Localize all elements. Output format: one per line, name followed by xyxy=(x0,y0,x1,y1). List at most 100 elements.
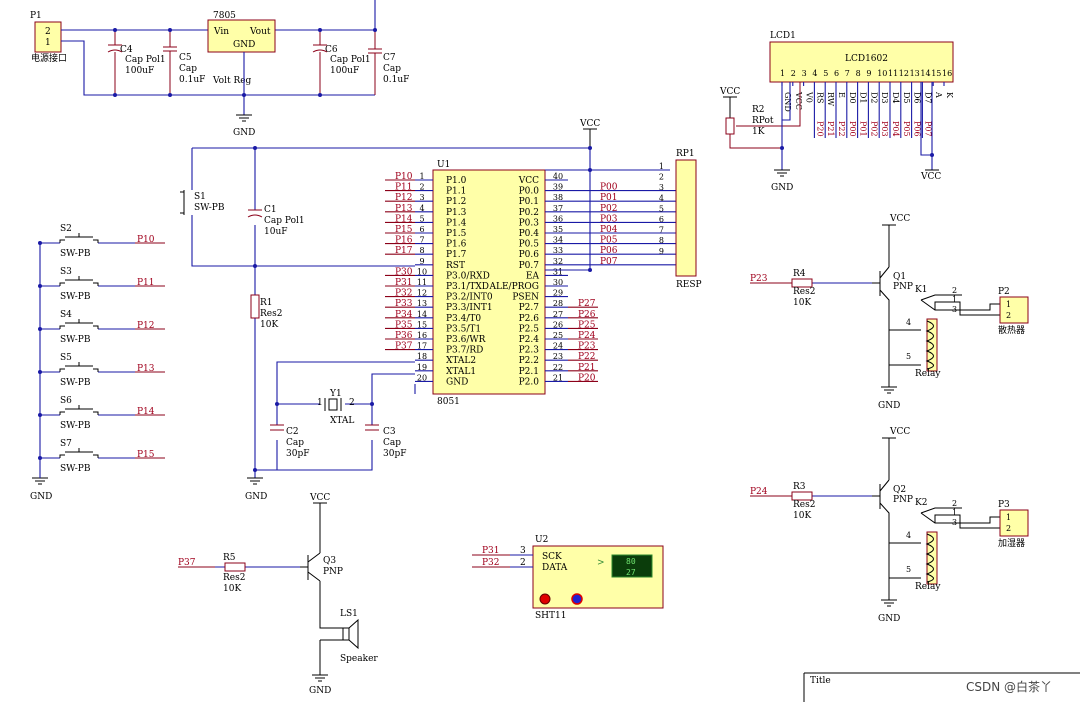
c4-value: 100uF xyxy=(125,66,154,76)
lcd-pin-name: GND xyxy=(783,92,792,112)
crystal-oscillator: Y1 1 2 XTAL C2 Cap 30pF C3 Cap 30pF GND xyxy=(245,361,416,502)
mcu-pin-label: P0.1 xyxy=(519,197,539,207)
key-ref: S6 xyxy=(60,396,72,406)
lcd-pin-number: 5 xyxy=(823,69,828,78)
c2-ref: C2 xyxy=(286,427,299,437)
mcu-pin-number: 13 xyxy=(417,299,427,308)
push-button-symbol xyxy=(59,233,99,243)
rp1-pin-number: 6 xyxy=(659,215,664,224)
key-type: SW-PB xyxy=(60,292,91,302)
mcu-pin-number: 39 xyxy=(553,183,563,192)
mcu-pin-number: 16 xyxy=(417,331,427,340)
lcd-pin-number: 6 xyxy=(834,69,839,78)
mcu-pin-number: 35 xyxy=(553,225,563,234)
resistor-ref: R4 xyxy=(793,269,806,279)
mcu-pin-number: 22 xyxy=(553,363,563,372)
s1-type: SW-PB xyxy=(194,203,225,213)
mcu-net-label: P24 xyxy=(578,331,596,341)
power-supply: P1 2 1 电源接口 C4 Cap Pol1 100uF C5 Cap 0.1… xyxy=(30,0,409,138)
rp1-pin-number: 7 xyxy=(659,226,664,235)
mcu-name: 8051 xyxy=(437,397,460,407)
connector-pin: 2 xyxy=(1006,524,1011,533)
s1-switch xyxy=(180,190,185,215)
gnd-label-reset: GND xyxy=(245,492,267,502)
c5-ref: C5 xyxy=(179,53,192,63)
ls1-name: Speaker xyxy=(340,654,378,664)
lcd-net: P01 xyxy=(859,121,868,137)
c4-ref: C4 xyxy=(120,45,133,55)
output-connector xyxy=(999,296,1029,324)
ground-symbol xyxy=(32,477,48,485)
r2-value: 1K xyxy=(752,127,765,137)
p1-pin-2: 2 xyxy=(45,27,51,37)
mcu-pin-label: P2.6 xyxy=(519,314,540,324)
transistor-type: PNP xyxy=(893,495,913,505)
lcd-pin-number: 8 xyxy=(856,69,861,78)
sensor-button-red[interactable] xyxy=(539,593,551,605)
key-ref: S2 xyxy=(60,224,72,234)
lcd-pin-name: K xyxy=(945,92,954,99)
q3-transistor xyxy=(300,552,321,582)
rp1-pin-number: 4 xyxy=(659,194,664,203)
mcu-net-label: P36 xyxy=(395,331,413,341)
relay-coil xyxy=(926,318,938,372)
vcc-label-lcd: VCC xyxy=(719,87,740,97)
mcu-pin-label: P2.2 xyxy=(519,356,539,366)
ground-symbol xyxy=(881,386,897,394)
transistor-type: PNP xyxy=(893,282,913,292)
rp1-ref: RP1 xyxy=(676,149,695,159)
mcu-pin-label: P0.3 xyxy=(519,218,540,228)
mcu-pin-label: P1.6 xyxy=(446,240,467,250)
lcd-net: P04 xyxy=(891,121,900,137)
lcd-net: P02 xyxy=(869,121,878,137)
lcd-module: LCD1 LCD1602 1GND2VCC3V04RSP205RWP216EP2… xyxy=(719,31,954,193)
c5-type: Cap xyxy=(179,64,197,74)
mcu-pin-label: P3.4/T0 xyxy=(446,314,481,324)
push-button-symbol xyxy=(59,448,99,458)
c7-value: 0.1uF xyxy=(383,75,409,85)
connector-ref: P3 xyxy=(998,500,1010,510)
mcu-pin-number: 33 xyxy=(553,246,563,255)
c6-ref: C6 xyxy=(325,45,338,55)
y1-pin-1: 1 xyxy=(317,398,323,408)
r2-type: RPot xyxy=(752,116,774,126)
mcu-pin-number: 11 xyxy=(417,278,427,287)
sensor-pin-3: 3 xyxy=(520,546,526,556)
mcu-net-label: P23 xyxy=(578,342,596,352)
lcd-pin-name: RW xyxy=(826,92,835,107)
lcd-pin-name: A xyxy=(934,91,943,98)
push-button-symbol xyxy=(59,319,99,329)
mcu-pin-label: P1.4 xyxy=(446,218,467,228)
coil-winding-icon xyxy=(925,533,934,583)
mcu-net-label: P04 xyxy=(600,225,618,235)
key-type: SW-PB xyxy=(60,421,91,431)
mcu-pin-label: P1.2 xyxy=(446,197,466,207)
vcc-label-relay: VCC xyxy=(889,427,910,437)
speaker-icon xyxy=(348,618,359,650)
mcu-net-label: P25 xyxy=(578,320,596,330)
gnd-label: GND xyxy=(233,128,255,138)
lcd-pin-number: 4 xyxy=(812,69,817,78)
c7-ref: C7 xyxy=(383,53,396,63)
mcu-pin-label: VCC xyxy=(518,176,539,186)
sensor-button-blue[interactable] xyxy=(571,593,583,605)
sensor-pin-sck: SCK xyxy=(542,552,562,562)
mcu-pin-number: 27 xyxy=(553,310,563,319)
mcu-pin-label: RST xyxy=(446,261,465,271)
key-ref: S3 xyxy=(60,267,72,277)
title-label: Title xyxy=(810,676,831,686)
r1-type: Res2 xyxy=(260,309,282,319)
mcu-net-label: P11 xyxy=(395,183,413,193)
relay-pin: 4 xyxy=(906,531,911,540)
relay-pin: 3 xyxy=(952,305,957,314)
p1-name: 电源接口 xyxy=(31,52,67,64)
transistor-symbol xyxy=(872,224,921,387)
mcu-pin-number: 26 xyxy=(553,320,563,329)
rp1-pin-number: 3 xyxy=(659,183,664,192)
r1-value: 10K xyxy=(260,320,278,330)
mcu-pin-number: 32 xyxy=(553,257,563,266)
mcu-net-label: P13 xyxy=(395,204,413,214)
